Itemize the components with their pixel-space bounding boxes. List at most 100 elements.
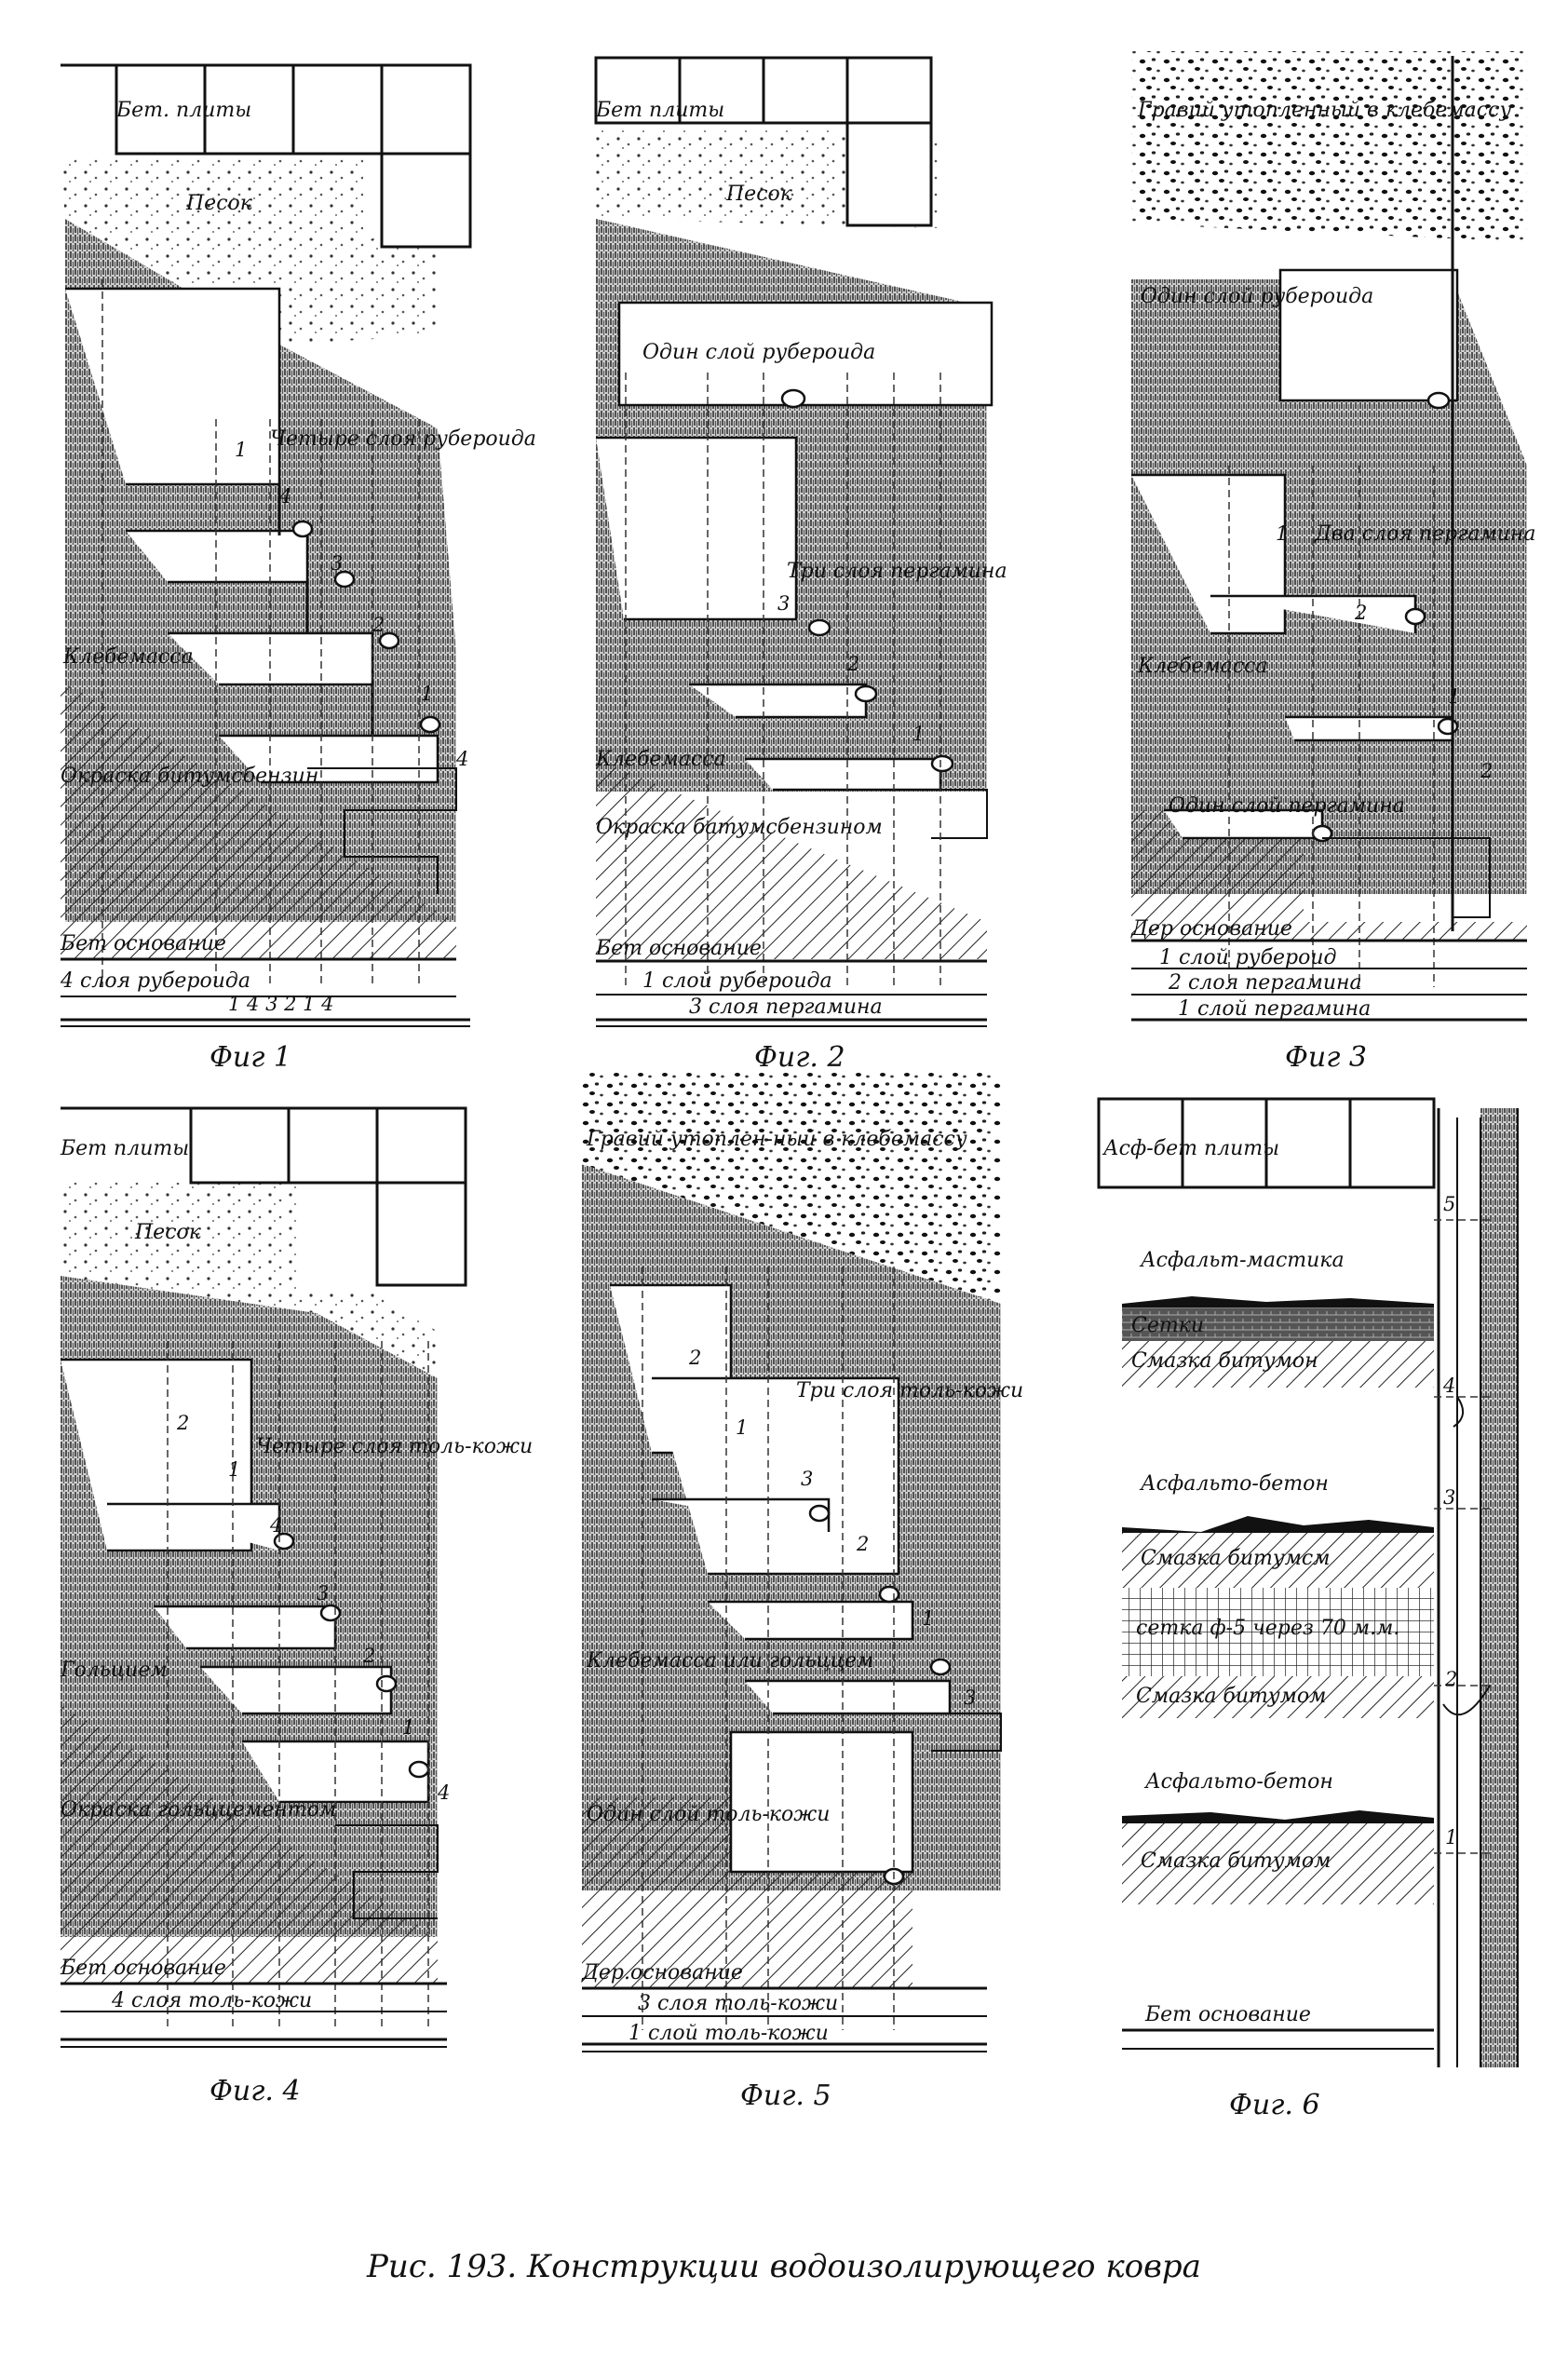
label-layers: Четыре слоя толь-кожи <box>256 1435 533 1458</box>
dashed-guides <box>167 1341 429 2030</box>
label-concrete-plates: Бет плиты <box>595 99 724 122</box>
label-layers: Два слоя пергамина <box>1314 522 1535 546</box>
label-base: Бет основание <box>60 932 226 955</box>
label-sand: Песок <box>725 183 793 206</box>
label-asphalt-mastic: Асфальт-мастика <box>1139 1249 1345 1272</box>
label-layers: Три слоя пергамина <box>787 560 1007 583</box>
label-mastic: Клебемасса <box>595 748 726 771</box>
label-base: Бет основание <box>1144 2003 1311 2026</box>
layer-number: 3 <box>331 552 343 575</box>
layer-number: 2 <box>856 1533 869 1555</box>
layer-number: 1 <box>1445 1826 1457 1849</box>
stepped-layers <box>1131 56 1491 931</box>
label-single-layer: Один слой рубероида <box>642 341 875 364</box>
layer-number: 1 <box>1448 685 1460 708</box>
label-bottom-3: 1 слой пергамина <box>1178 997 1371 1021</box>
layer-number: 1 <box>228 1458 240 1481</box>
figure-caption: Фиг 1 <box>210 1041 291 1074</box>
stepped-layers <box>61 1358 439 1919</box>
layer-number: 3 <box>777 592 790 615</box>
label-gravel-text: Гравий утопленный в клебемассу <box>1137 99 1511 122</box>
figure-5: Гравий утоплен-ный в клебемассу Три слоя… <box>581 1071 1023 2112</box>
label-base: Дер основание <box>1130 917 1292 941</box>
dashed-guides <box>1228 466 1435 987</box>
label-coat-1: Смазка битумон <box>1131 1349 1318 1373</box>
label-mesh: Сетки <box>1131 1314 1204 1337</box>
label-layers: Три слоя толь-кожи <box>796 1379 1023 1402</box>
figure-3: Гравий утопленный в клебемассу Один слой… <box>1130 51 1535 1074</box>
label-bottom-2: 2 слоя пергамина <box>1168 971 1362 995</box>
label-sand: Песок <box>134 1221 202 1244</box>
layer-number: 2 <box>176 1412 189 1434</box>
label-sand: Песок <box>185 192 253 215</box>
concrete-tiles <box>61 1106 467 1287</box>
base-lines <box>61 957 470 1027</box>
base-lines <box>596 959 987 1027</box>
figure-2: Бет плиты Песок Один слой рубероида Три … <box>594 56 1007 1074</box>
figure-caption: Фиг. 6 <box>1229 2089 1320 2121</box>
page-caption: Рис. 193. Конструкции водоизолирующего к… <box>366 2248 1201 2285</box>
layer-number: 1 <box>235 439 247 461</box>
layer-number: 2 <box>372 614 385 636</box>
concrete-tiles <box>594 56 933 227</box>
layer-number: 1 <box>736 1416 748 1439</box>
layer-number: 3 <box>964 1686 976 1709</box>
layer-number: 4 <box>278 485 291 508</box>
label-layers: Четыре слоя рубероида <box>270 427 536 451</box>
label-concrete-plates: Бет плиты <box>60 1137 189 1160</box>
layer-number: 3 <box>317 1582 329 1605</box>
dashed-guides <box>625 373 941 987</box>
dashed-guides <box>101 279 420 987</box>
dashed-guides <box>642 1267 895 2030</box>
stepped-layers <box>596 301 994 839</box>
base-lines <box>582 1986 987 2052</box>
bottom-numbers: 1 4 3 2 1 4 <box>228 993 334 1015</box>
layer-number: 1 <box>922 1607 934 1630</box>
label-paint: Окраска батумсбензином <box>596 816 883 839</box>
layer-number: 4 <box>437 1781 450 1804</box>
base-lines <box>61 1982 447 2048</box>
label-paint: Окраска гольццементом <box>61 1798 336 1822</box>
label-bottom-layers: 4 слоя толь-кожи <box>111 1989 312 2012</box>
layer-number: 3 <box>1443 1486 1455 1509</box>
layer-number: 1 <box>912 723 925 745</box>
layer-number: 1 <box>1276 522 1288 545</box>
layer-number: 2 <box>362 1645 375 1667</box>
label-mastic: Гольцием <box>60 1659 168 1682</box>
label-coat-3: Смазка битумом <box>1136 1685 1326 1708</box>
label-base: Дер.основание <box>581 1961 743 1984</box>
label-paint: Окраска битумсбензин <box>61 765 318 788</box>
figure-1: Бет. плиты Песок Четыре слоя рубероида К… <box>60 63 536 1074</box>
base-lines <box>1131 939 1527 1022</box>
base-lines <box>1122 2028 1434 2050</box>
label-single-layer: Один слой толь-кожи <box>587 1803 830 1826</box>
figure-6: Асф-бет плиты Асфальт-мастика Сетки Смаз… <box>1097 1097 1519 2121</box>
layer-number: 5 <box>1443 1193 1455 1215</box>
label-mastic: Клебемасса <box>62 645 194 669</box>
label-asphalt-plates: Асф-бет плиты <box>1102 1137 1279 1160</box>
concrete-tiles <box>61 63 472 249</box>
label-gravel: Гравий утоплен-ный в клебемассу <box>586 1128 967 1151</box>
layer-number: 2 <box>688 1347 701 1369</box>
layer-number: 3 <box>801 1468 813 1490</box>
label-single-layer-2: Один слой пергамина <box>1169 794 1405 818</box>
label-bottom-2: 1 слой толь-кожи <box>629 2022 829 2045</box>
label-mesh-rod: сетка ф-5 через 70 м.м. <box>1136 1617 1399 1640</box>
figure-caption: Фиг. 2 <box>754 1041 845 1074</box>
figure-caption: Фиг. 4 <box>210 2075 301 2107</box>
label-coat-2: Смазка битумсм <box>1141 1547 1330 1570</box>
label-mastic: Клебемасса или гольццем <box>586 1649 873 1673</box>
layer-number: 1 <box>421 683 433 705</box>
layer-number: 2 <box>846 653 859 675</box>
label-asphalt-concrete-1: Асфальто-бетон <box>1139 1472 1329 1496</box>
label-bottom-2: 3 слоя пергамина <box>689 996 883 1019</box>
label-asphalt-concrete-2: Асфальто-бетон <box>1143 1770 1333 1794</box>
label-base: Бет основание <box>595 937 762 960</box>
label-bottom-1: 1 слой рубероид <box>1159 946 1337 969</box>
layer-number: 4 <box>269 1514 282 1537</box>
figure-4: Бет плиты Песок Четыре слоя толь-кожи Го… <box>60 1106 533 2107</box>
layer-number: 1 <box>402 1716 414 1739</box>
label-mastic: Клебемасса <box>1137 655 1268 678</box>
layer-number: 2 <box>1354 602 1367 624</box>
stepped-layers <box>610 1283 1002 1886</box>
